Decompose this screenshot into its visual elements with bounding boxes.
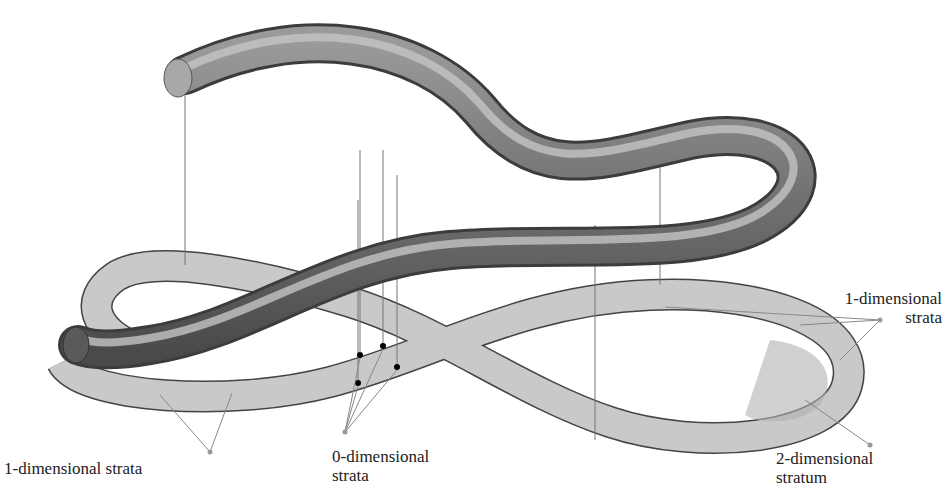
strata-label: 1-dimensional strata — [812, 290, 942, 327]
stratum-label: 2-dimensional stratum — [776, 450, 926, 487]
leader-lines — [160, 307, 880, 452]
strata-label: 1-dimensional strata — [4, 460, 194, 479]
leader-dots — [208, 318, 883, 455]
stratum-points — [355, 343, 400, 386]
strata-label: 0-dimensional strata — [332, 448, 452, 485]
tube-surface — [63, 37, 797, 363]
